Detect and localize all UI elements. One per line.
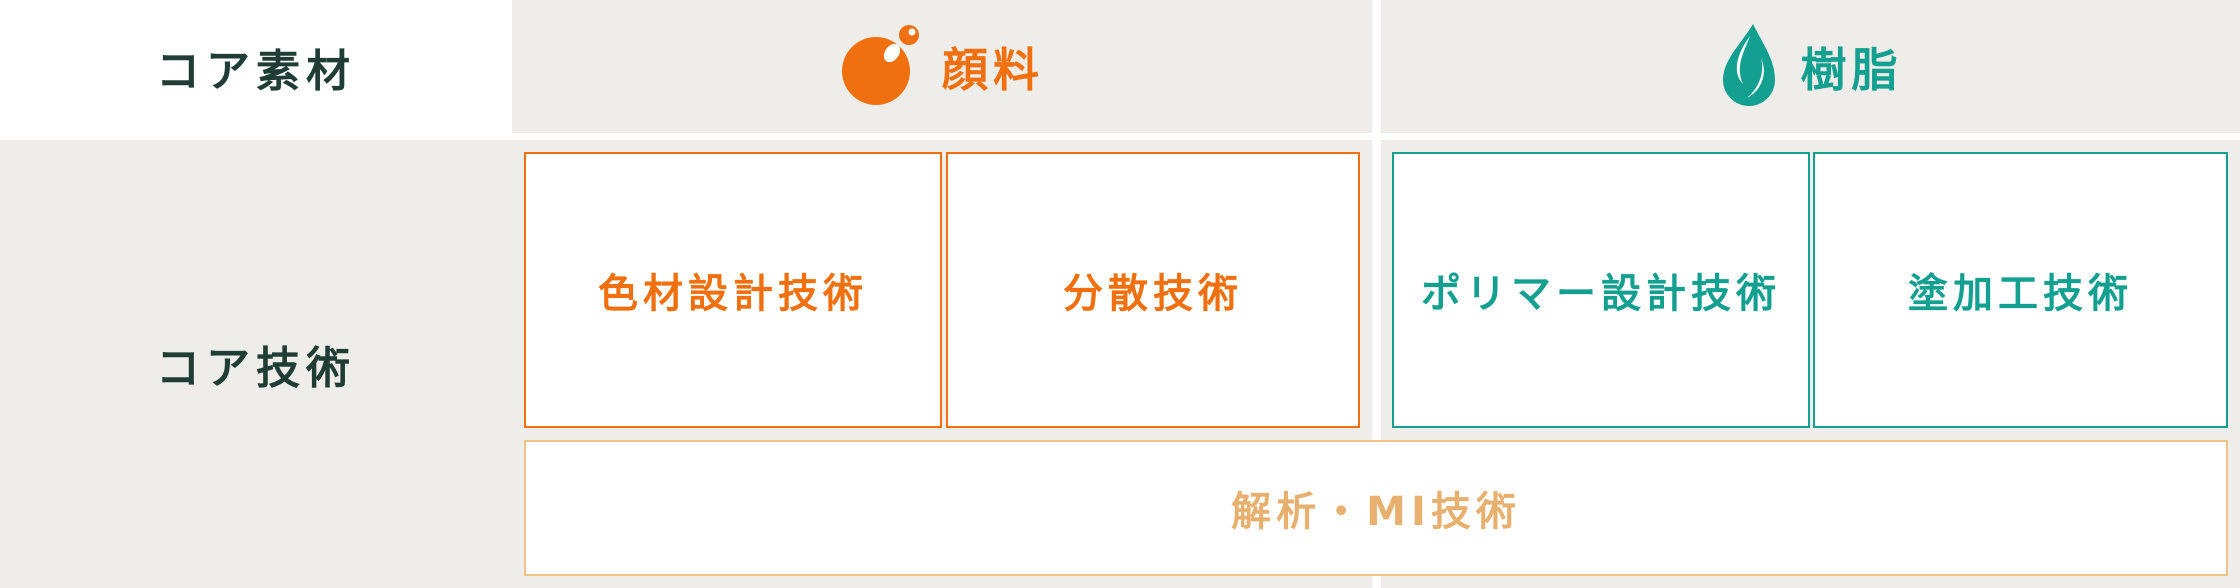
tech-box-colorant-design: 色材設計技術 [524,152,942,428]
materials-header-band-resin [1381,0,2240,133]
tech-box-polymer-design: ポリマー設計技術 [1392,152,1810,428]
pigment-droplets-icon [840,23,920,111]
material-header-resin: 樹脂 [1381,0,2240,133]
material-label-resin: 樹脂 [1800,42,1903,97]
resin-drop-icon [1719,22,1779,112]
column-divider [1372,0,1381,588]
materials-header-band-pigment [512,0,1372,133]
material-label-pigment: 顔料 [942,42,1044,97]
row-label-core-technologies: コア技術 [156,343,356,394]
tech-box-analysis-mi: 解析・MI技術 [524,440,2228,576]
tech-box-dispersion: 分散技術 [946,152,1360,428]
tech-box-coating-processing: 塗加工技術 [1813,152,2228,428]
material-header-pigment: 顔料 [512,0,1372,133]
row-label-core-materials: コア素材 [156,45,356,97]
